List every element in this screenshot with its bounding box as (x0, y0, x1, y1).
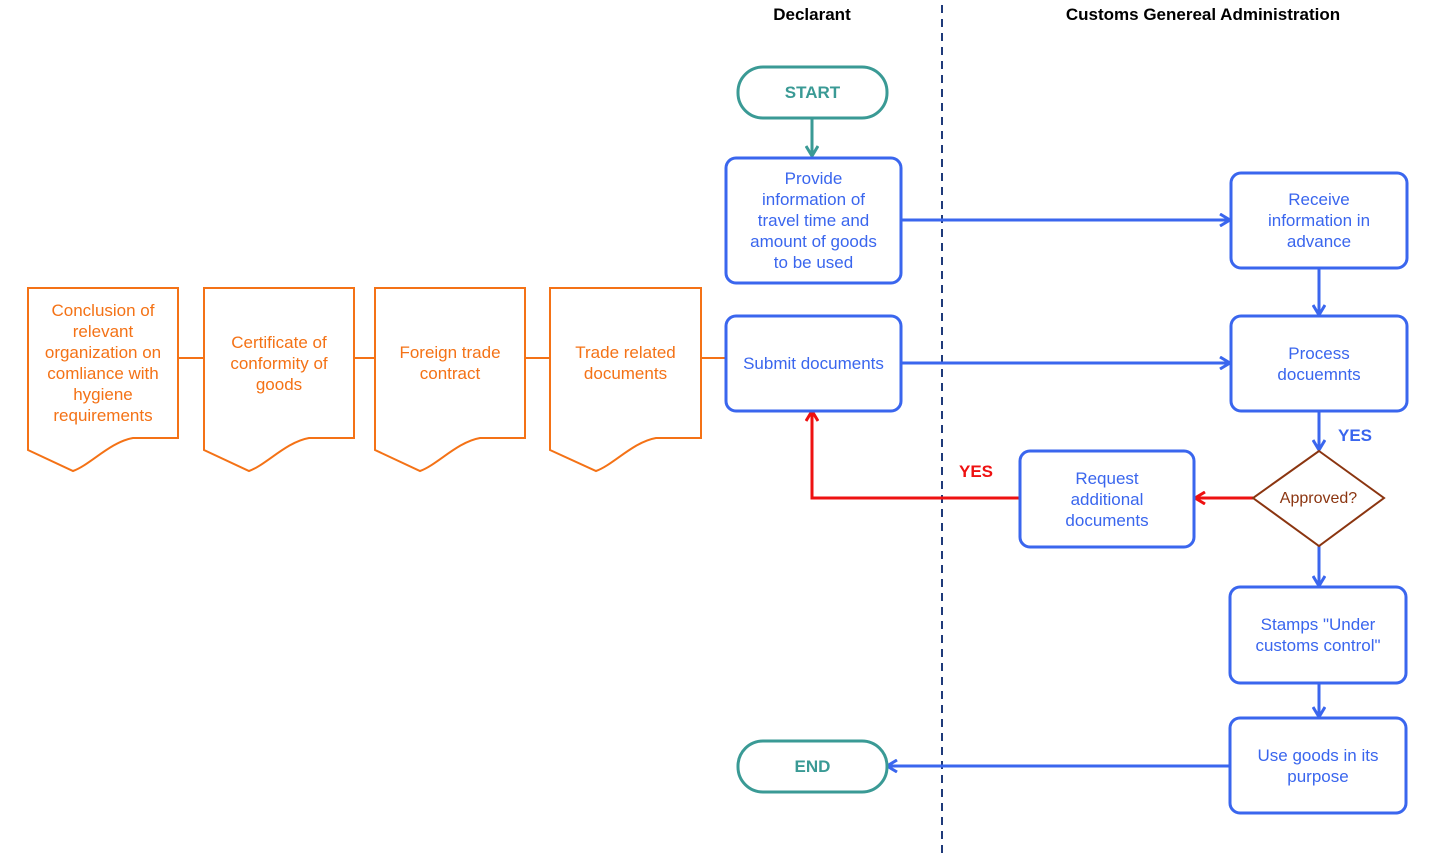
lane-title-declarant: Declarant (773, 5, 851, 24)
document-shape[interactable] (27, 287, 179, 473)
document-shape[interactable] (549, 287, 702, 473)
end-terminal[interactable] (736, 739, 889, 794)
edge-request-to-submit (812, 411, 1020, 500)
process-submit-documents[interactable] (724, 314, 903, 413)
process-receive-info[interactable] (1229, 171, 1409, 270)
process-use-goods[interactable] (1228, 716, 1408, 815)
decision-approved[interactable] (1251, 449, 1386, 548)
process-request-documents[interactable] (1018, 449, 1196, 549)
edge-label-yes-approved: YES (1338, 426, 1373, 445)
process-provide-info[interactable] (724, 156, 903, 285)
document-shape[interactable] (374, 287, 526, 473)
process-stamps[interactable] (1228, 585, 1408, 685)
edge-label-yes-request: YES (959, 462, 994, 481)
process-process-documents[interactable] (1229, 314, 1409, 413)
lane-title-customs: Customs Genereal Administration (1066, 5, 1340, 24)
start-terminal[interactable] (736, 65, 889, 120)
document-shape[interactable] (203, 287, 355, 473)
